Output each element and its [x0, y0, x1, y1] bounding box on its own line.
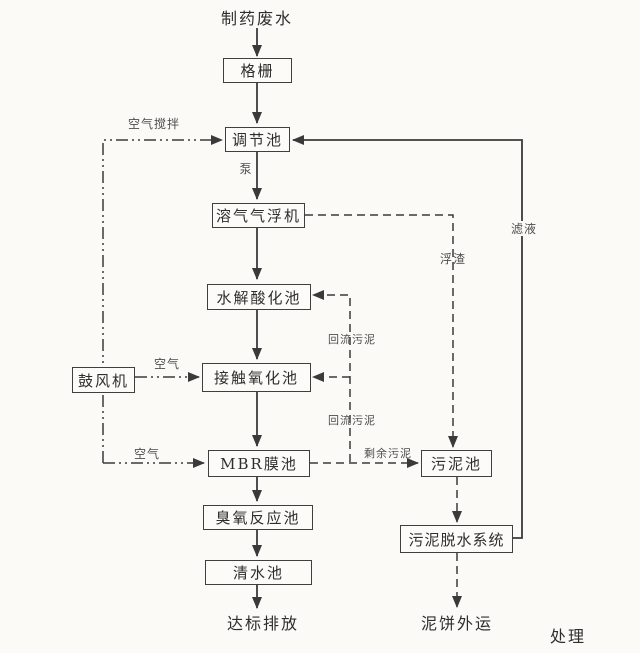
node-hydrolysis-tank: 水解酸化池 [207, 284, 311, 310]
edge-air-mixing-to-regulating [102, 135, 223, 463]
return-sludge-lower-label: 回流污泥 [328, 414, 376, 427]
scum-label: 浮渣 [439, 251, 466, 266]
node-sludge-tank: 污泥池 [421, 450, 492, 477]
node-sludge-dewatering: 污泥脱水系统 [400, 525, 513, 553]
node-clean-water-tank: 清水池 [205, 560, 312, 585]
air-to-mbr-label: 空气 [133, 446, 160, 461]
node-grid: 格栅 [223, 58, 292, 83]
discharge-label: 达标排放 [226, 614, 299, 633]
mud-cake-label: 泥饼外运 [420, 614, 493, 633]
air-to-oxidation-label: 空气 [153, 356, 180, 371]
air-mixing-label: 空气搅拌 [127, 116, 180, 131]
edge-scum [305, 214, 458, 448]
pump-label: 泵 [239, 161, 253, 176]
influent-label: 制药废水 [220, 9, 293, 28]
node-blower: 鼓风机 [72, 367, 135, 393]
filtrate-label: 滤液 [505, 221, 543, 236]
node-contact-oxidation-tank: 接触氧化池 [202, 363, 311, 392]
treatment-label: 处理 [549, 627, 586, 646]
node-ozone-tank: 臭氧反应池 [203, 505, 313, 530]
excess-sludge-label: 剩余污泥 [364, 446, 412, 460]
node-daf: 溶气气浮机 [212, 203, 305, 228]
node-mbr-tank: MBR膜池 [208, 450, 310, 477]
return-sludge-upper-label: 回流污泥 [328, 333, 376, 346]
node-regulating-tank: 调节池 [225, 127, 290, 152]
edge-return-sludge-to-hydrolysis [312, 290, 351, 462]
edge-filtrate-return [292, 135, 523, 539]
